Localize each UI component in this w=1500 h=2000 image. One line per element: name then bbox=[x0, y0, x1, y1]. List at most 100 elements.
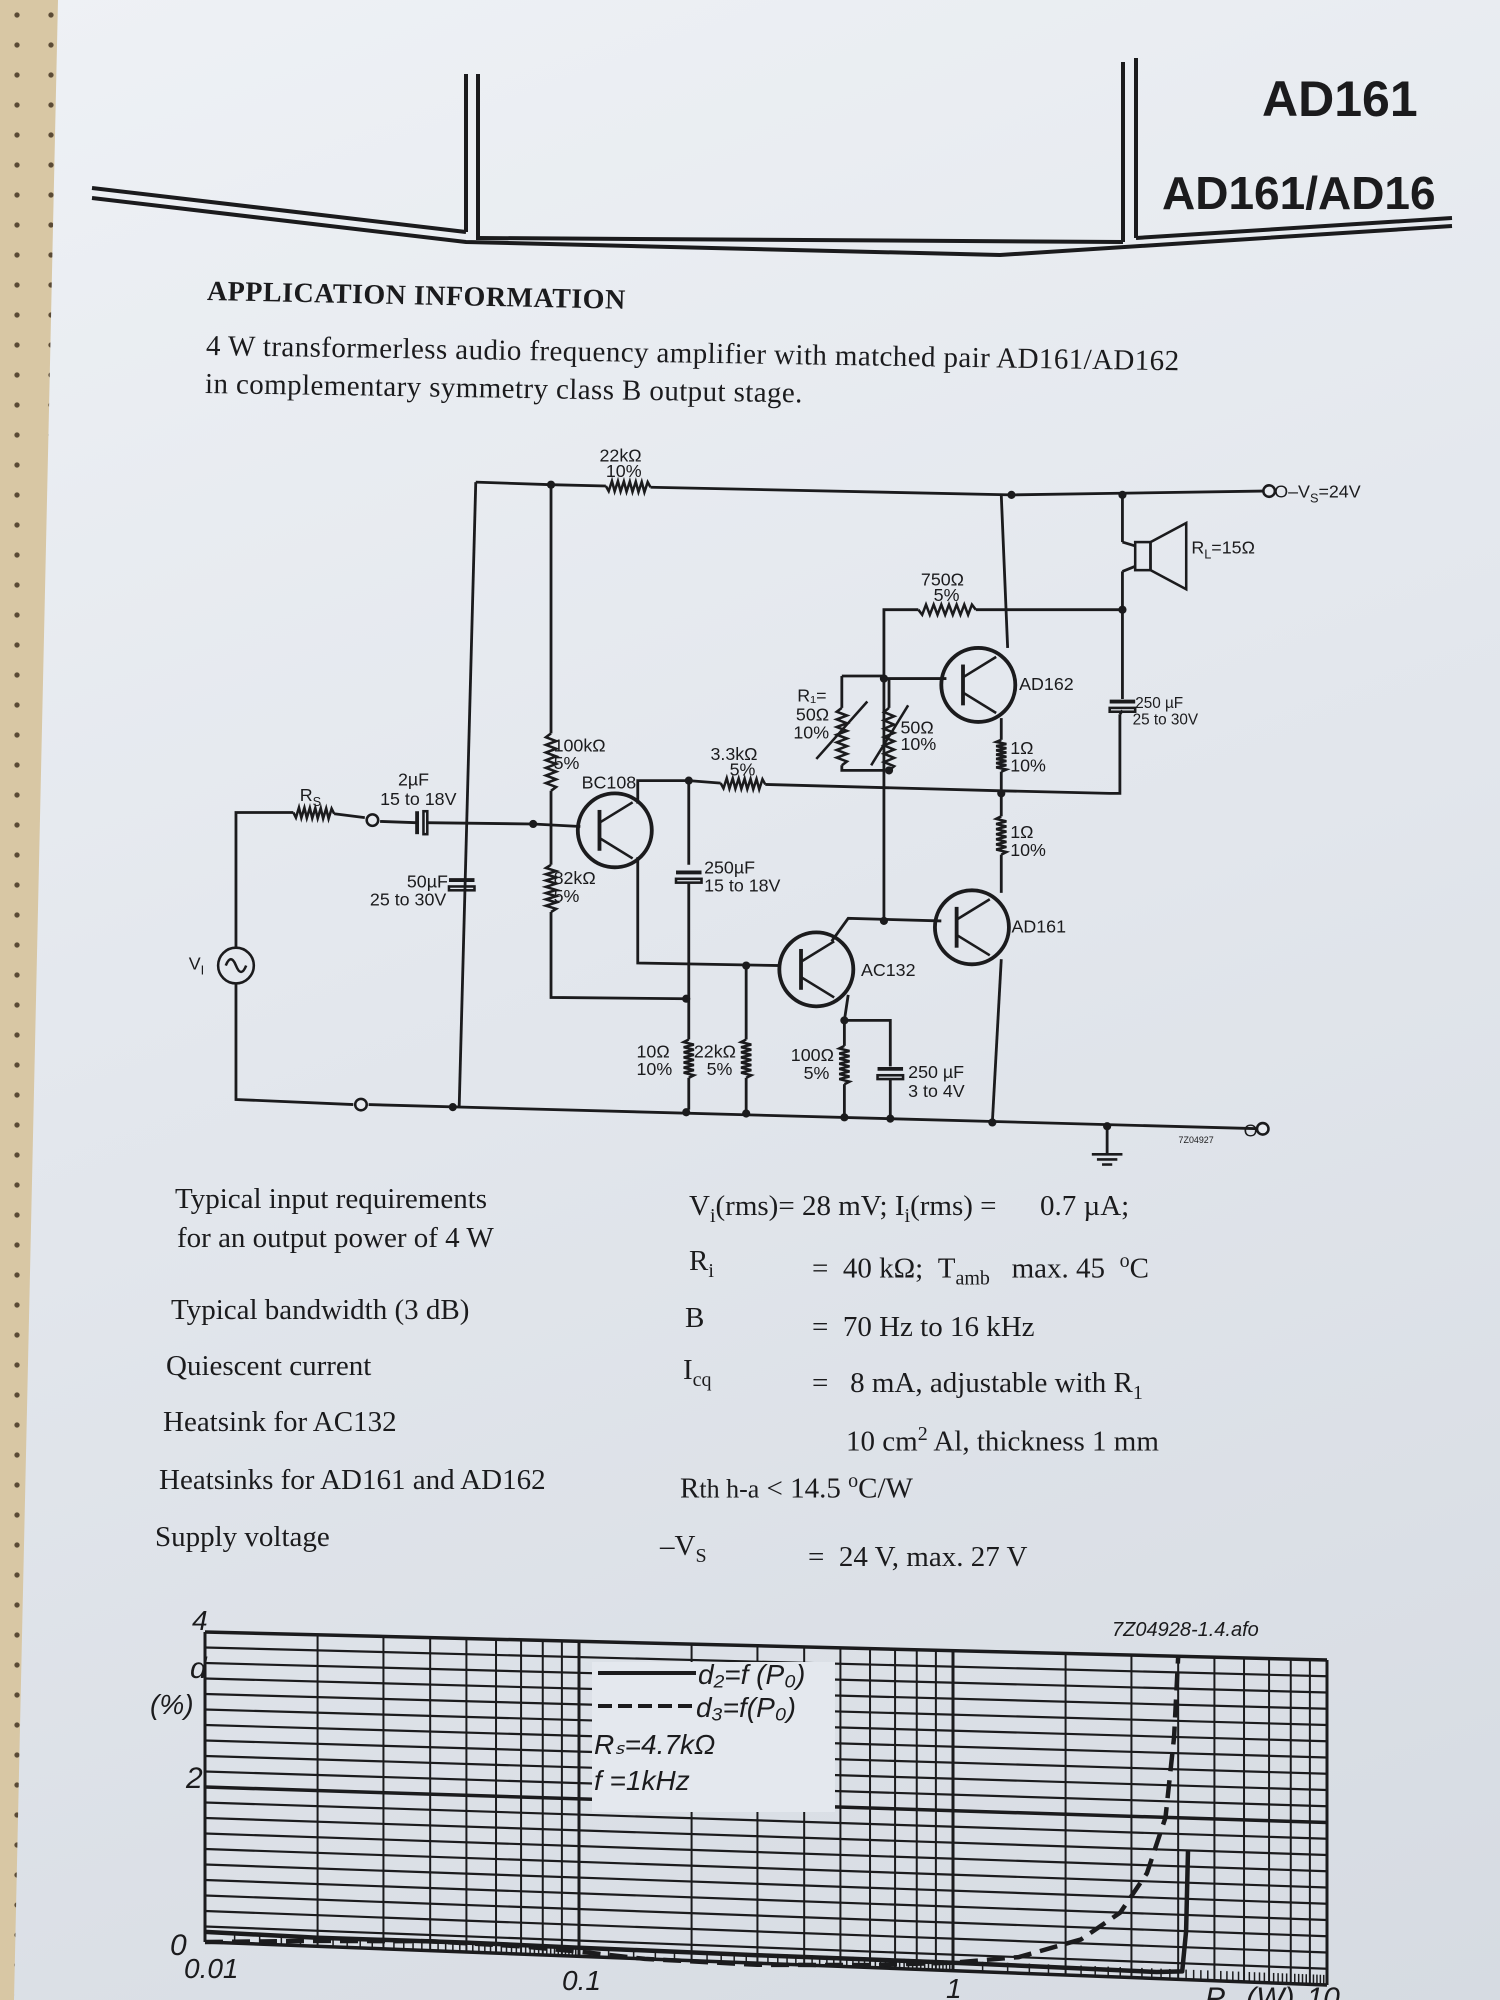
transistor-symbol bbox=[777, 930, 856, 1009]
transistor-emitter bbox=[800, 975, 835, 999]
spec-label: Heatsink for AC132 bbox=[163, 1406, 397, 1438]
header-divider bbox=[464, 74, 480, 240]
spec-symbol: Icq bbox=[683, 1354, 712, 1391]
transistor-emitter bbox=[962, 691, 997, 715]
y-axis-unit: (%) bbox=[150, 1689, 194, 1720]
header-rule bbox=[1135, 216, 1453, 240]
wire bbox=[765, 714, 1122, 795]
header-rule bbox=[91, 186, 467, 234]
transistor-emitter bbox=[955, 933, 991, 957]
label-r-3k3: 3.3kΩ bbox=[710, 744, 757, 764]
transistor-collector bbox=[800, 940, 835, 963]
label-r-1b: 1Ω bbox=[1010, 822, 1033, 842]
label-r-22k2-tol: 5% bbox=[707, 1059, 733, 1079]
wire bbox=[830, 916, 942, 943]
wire bbox=[457, 482, 478, 1108]
resistor bbox=[917, 600, 977, 619]
legend-d2: d₂=f (P₀) bbox=[698, 1659, 805, 1690]
y-tick-2: 2 bbox=[185, 1762, 203, 1795]
label-r-100k-tol: 5% bbox=[554, 753, 580, 773]
header-rule bbox=[91, 196, 1453, 258]
potentiometer-arrow bbox=[815, 700, 869, 760]
label-bc108: BC108 bbox=[582, 772, 637, 792]
wire bbox=[368, 1103, 1263, 1131]
terminal bbox=[353, 1097, 368, 1112]
transistor-symbol bbox=[933, 888, 1011, 967]
label-c-50u: 50µF bbox=[407, 872, 448, 892]
terminal bbox=[1255, 1121, 1270, 1136]
label-r-22k: 22kΩ bbox=[599, 446, 641, 466]
transistor-collector bbox=[955, 898, 991, 921]
resistor bbox=[880, 706, 898, 772]
label-load: RL=15Ω bbox=[1191, 538, 1255, 562]
part-pair-title: AD161/AD16 bbox=[1162, 167, 1436, 219]
label-r-50: 50Ω bbox=[901, 717, 934, 737]
header-divider bbox=[1121, 58, 1138, 242]
label-rs: RS bbox=[300, 785, 321, 809]
capacitor-plate bbox=[674, 877, 703, 884]
spec-symbol: –VS bbox=[660, 1530, 707, 1567]
legend-f: f =1kHz bbox=[594, 1765, 690, 1796]
label-r-22k2: 22kΩ bbox=[694, 1041, 736, 1061]
label-supply: O–VS=24V bbox=[1274, 481, 1361, 505]
junction-dot bbox=[682, 1108, 691, 1117]
wire bbox=[636, 857, 781, 967]
wire bbox=[234, 983, 354, 1106]
transistor-symbol bbox=[939, 646, 1018, 724]
junction-dot bbox=[546, 480, 556, 489]
amplifier-schematic: 22kΩ 10% O–VS=24V RL=15Ω 750Ω 5% AD162 2… bbox=[189, 446, 1361, 1166]
label-vi: VI bbox=[189, 953, 204, 977]
grid-line-horizontal bbox=[204, 1925, 1328, 1970]
legend-rs: Rₛ=4.7kΩ bbox=[594, 1729, 715, 1760]
distortion-chart: d₂=f (P₀) d₃=f(P₀) Rₛ=4.7kΩ f =1kHz 7Z04… bbox=[150, 1605, 1340, 2000]
label-c-250-mid: 250µF bbox=[704, 858, 755, 878]
spec-symbol: B bbox=[685, 1302, 705, 1334]
header-frame bbox=[91, 58, 1453, 258]
capacitor-plate bbox=[422, 809, 429, 836]
legend-d3: d₃=f(P₀) bbox=[696, 1692, 796, 1723]
label-r-82k-tol: 5% bbox=[554, 886, 580, 906]
junction-dot bbox=[886, 1114, 895, 1123]
label-r-10-tol: 10% bbox=[636, 1059, 672, 1079]
junction-dot bbox=[742, 961, 751, 970]
grid-line-horizontal bbox=[204, 1832, 1328, 1873]
junction-dot bbox=[884, 766, 894, 775]
y-tick-4: 4 bbox=[192, 1605, 208, 1636]
resistor bbox=[680, 1038, 698, 1079]
wire bbox=[380, 820, 416, 825]
wire bbox=[1121, 565, 1136, 573]
x-tick-0.01: 0.01 bbox=[184, 1953, 239, 1984]
potentiometer-arrow bbox=[870, 704, 910, 766]
junction-dot bbox=[1118, 605, 1127, 614]
grid-line-horizontal bbox=[204, 1630, 1328, 1662]
junction-dot bbox=[1103, 1122, 1112, 1131]
header-rule bbox=[477, 236, 1124, 244]
wire bbox=[882, 608, 919, 921]
transistor-collector bbox=[962, 655, 997, 679]
junction-dot bbox=[840, 1016, 849, 1025]
wire bbox=[549, 911, 687, 1001]
capacitor-plate bbox=[1108, 706, 1137, 714]
spec-value-input: Vi(rms)= 28 mV; Ii(rms) = 0.7 µA; bbox=[689, 1190, 1130, 1227]
x-tick-1: 1 bbox=[946, 1973, 962, 2000]
label-r-1a-tol: 10% bbox=[1010, 756, 1046, 776]
label-r-1b-tol: 10% bbox=[1010, 840, 1046, 860]
junction-dot bbox=[988, 1118, 997, 1127]
label-c-50u-v: 25 to 30V bbox=[370, 890, 446, 910]
label-ad161: AD161 bbox=[1011, 916, 1066, 936]
grid-line-horizontal bbox=[204, 1646, 1328, 1678]
wire bbox=[475, 480, 606, 488]
spec-value-supply: = 24 V, max. 27 V bbox=[808, 1541, 1028, 1573]
junction-dot bbox=[684, 776, 693, 785]
grid-line-horizontal bbox=[204, 1847, 1328, 1889]
grid-line-horizontal bbox=[204, 1940, 1328, 1987]
part-number: AD161 bbox=[1262, 71, 1418, 127]
resistor bbox=[737, 1038, 755, 1079]
junction-dot bbox=[1007, 490, 1016, 499]
terminal bbox=[1262, 484, 1277, 499]
junction-dot bbox=[879, 916, 889, 925]
wire bbox=[650, 485, 1263, 497]
label-r1: R₁= bbox=[797, 686, 826, 706]
spec-label: for an output power of 4 W bbox=[177, 1222, 494, 1254]
junction-dot bbox=[448, 1103, 457, 1112]
